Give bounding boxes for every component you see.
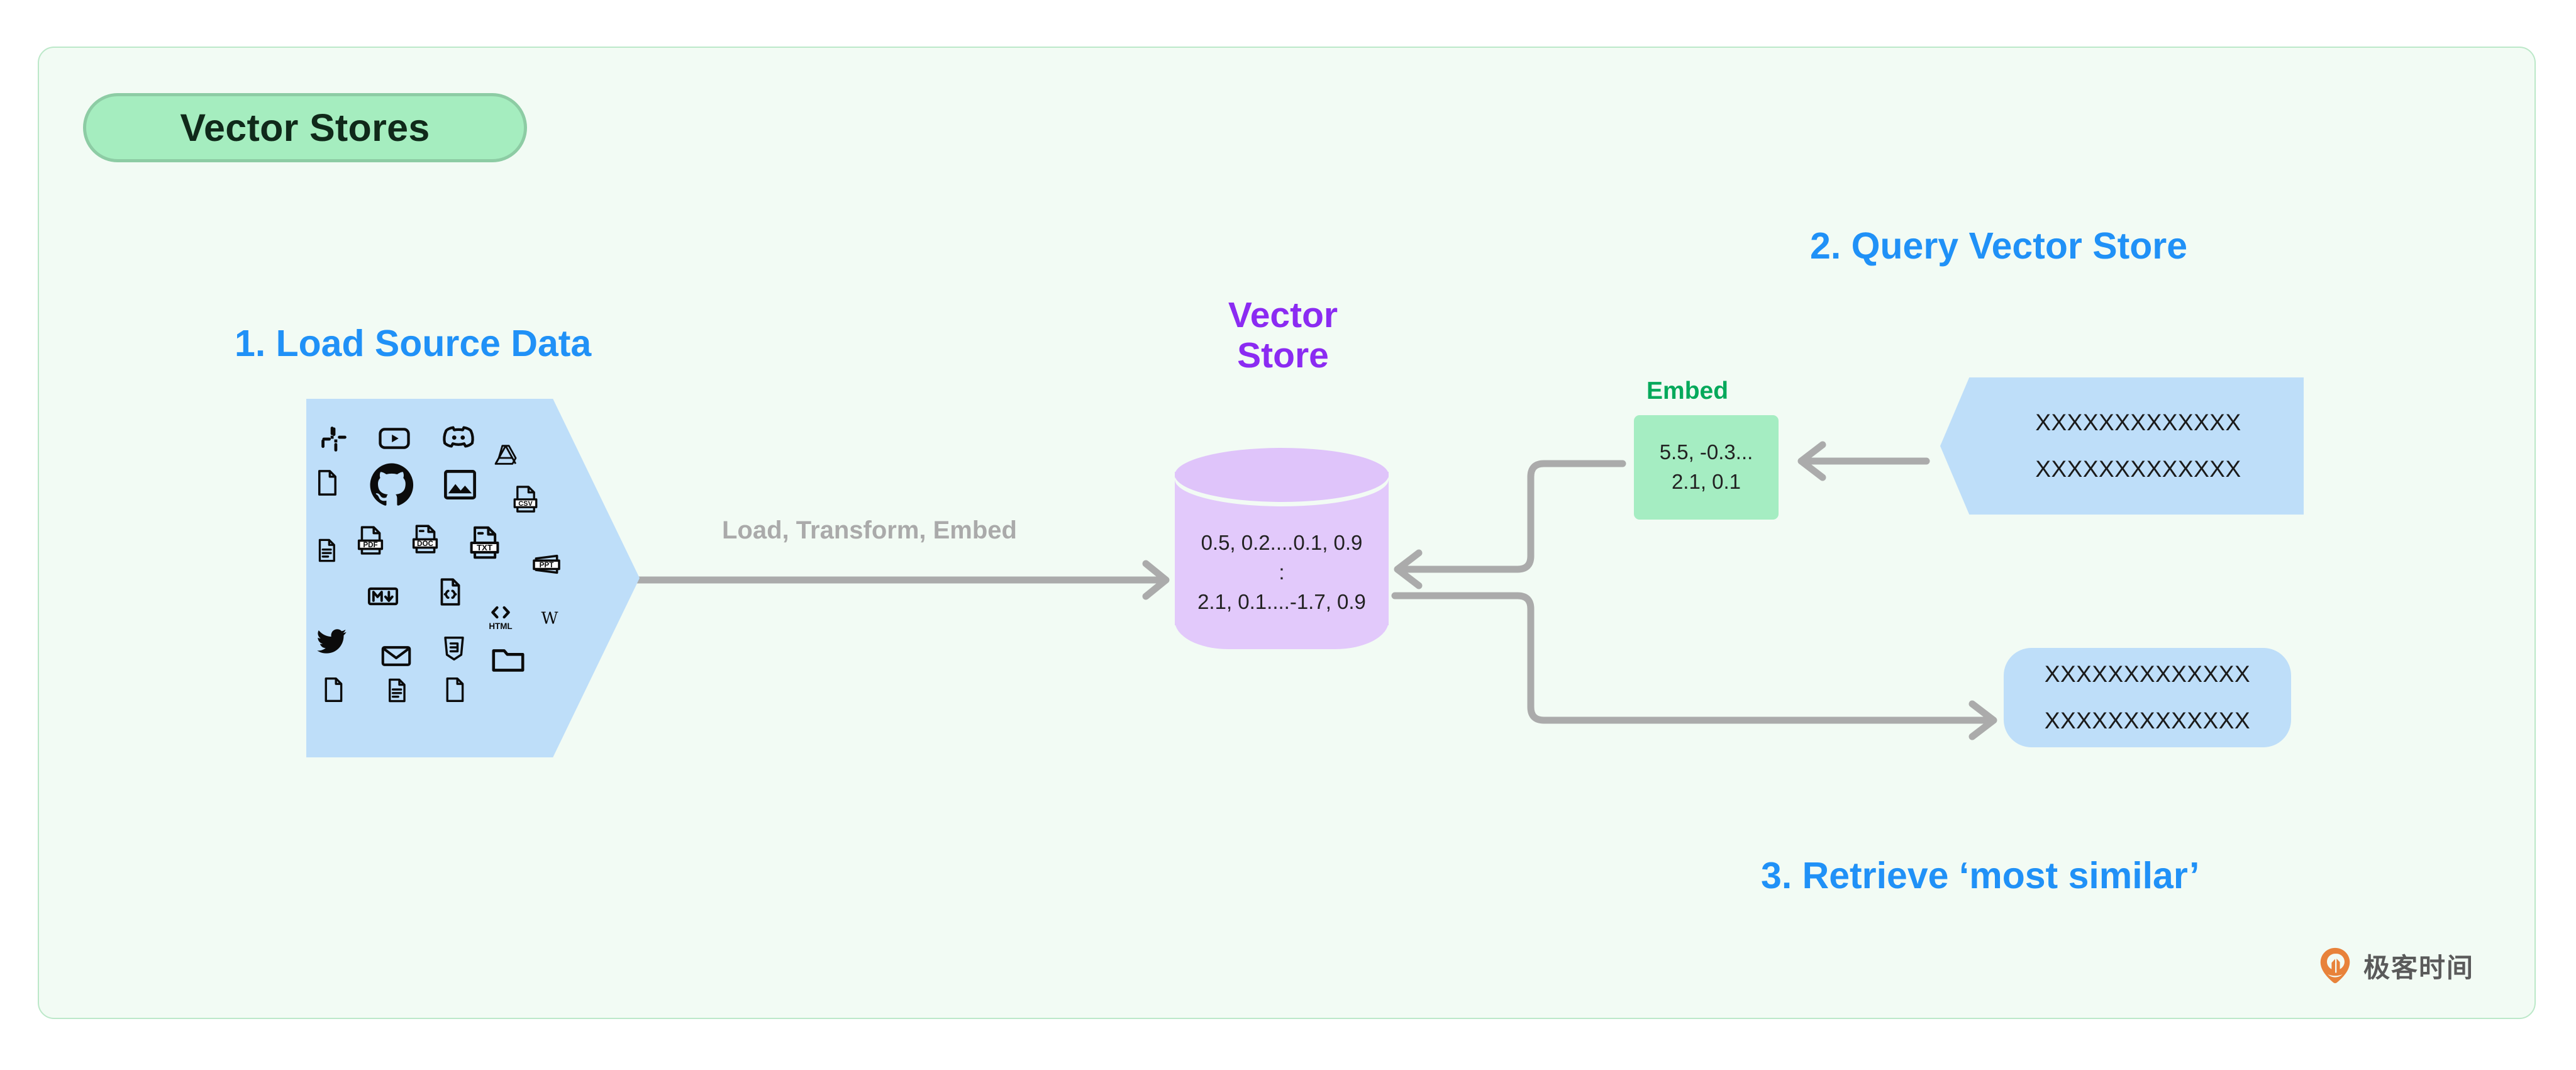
folder-icon <box>490 641 526 677</box>
geektime-logo-icon <box>2320 947 2350 984</box>
step-1-heading: 1. Load Source Data <box>235 323 592 364</box>
code-file-icon <box>434 576 465 608</box>
file-lines-2-icon <box>383 677 410 704</box>
css3-icon <box>440 635 468 662</box>
watermark: 极客时间 <box>2316 946 2474 985</box>
file-blank-3-icon <box>440 676 469 704</box>
vector-store-title-line1: Vector <box>1228 295 1338 335</box>
csv-file-icon: CSV <box>511 484 540 514</box>
cylinder-lid <box>1175 448 1389 502</box>
image-icon <box>441 466 479 503</box>
file-lines-icon <box>313 537 340 564</box>
txt-file-icon: TXT <box>467 525 502 560</box>
page-title-chip: Vector Stores <box>83 93 527 162</box>
query-line-2: XXXXXXXXXXXXX <box>2035 456 2241 482</box>
embed-value-line2: 2.1, 0.1 <box>1671 470 1741 493</box>
retrieve-line-2: XXXXXXXXXXXXX <box>2044 708 2251 733</box>
query-line-1: XXXXXXXXXXXXX <box>2035 410 2241 435</box>
pipeline-arrow-label: Load, Transform, Embed <box>722 516 1017 544</box>
source-icon-grid: CSV PDF DOC <box>306 399 640 757</box>
youtube-icon <box>377 421 411 455</box>
vector-store-title: Vector Store <box>1189 295 1377 376</box>
markdown-icon <box>367 580 399 613</box>
svg-text:PPT: PPT <box>540 561 554 569</box>
embed-vector-box: 5.5, -0.3... 2.1, 0.1 <box>1634 415 1779 520</box>
file-blank-2-icon <box>319 676 347 704</box>
vector-store-cylinder <box>1175 448 1389 649</box>
query-text-block: XXXXXXXXXXXXX XXXXXXXXXXXXX <box>1940 377 2304 515</box>
vector-store-title-line2: Store <box>1237 335 1329 376</box>
twitter-icon <box>316 624 348 657</box>
svg-text:W: W <box>541 609 558 628</box>
vector-row-2: 2.1, 0.1....-1.7, 0.9 <box>1197 589 1366 613</box>
retrieve-line-1: XXXXXXXXXXXXX <box>2044 661 2251 687</box>
discord-icon <box>441 420 475 454</box>
vector-row-1: 0.5, 0.2....0.1, 0.9 <box>1201 531 1363 554</box>
vector-store-values: 0.5, 0.2....0.1, 0.9 : 2.1, 0.1....-1.7,… <box>1175 528 1389 617</box>
embed-label: Embed <box>1646 377 1729 404</box>
file-blank-icon <box>312 468 341 498</box>
github-icon <box>367 460 416 510</box>
retrieved-text-block: XXXXXXXXXXXXX XXXXXXXXXXXXX <box>2004 648 2291 747</box>
svg-text:CSV: CSV <box>518 500 533 508</box>
ppt-file-icon: PPT <box>531 549 562 580</box>
svg-text:PDF: PDF <box>363 541 377 549</box>
email-icon <box>380 640 413 672</box>
page-title: Vector Stores <box>180 106 430 149</box>
svg-text:TXT: TXT <box>477 543 492 552</box>
slack-icon <box>320 425 348 453</box>
wikipedia-icon: W <box>536 605 563 631</box>
svg-text:DOC: DOC <box>417 540 433 548</box>
pdf-file-icon: PDF <box>355 525 386 556</box>
embed-value-line1: 5.5, -0.3... <box>1659 440 1753 464</box>
doc-file-icon: DOC <box>409 523 441 555</box>
html-icon: HTML <box>484 600 517 633</box>
svg-text:HTML: HTML <box>489 621 512 631</box>
watermark-text: 极客时间 <box>2363 952 2475 983</box>
step-3-heading: 3. Retrieve ‘most similar’ <box>1761 855 2200 896</box>
google-drive-icon <box>493 443 518 468</box>
vector-row-ellipsis: : <box>1279 560 1285 584</box>
step-2-heading: 2. Query Vector Store <box>1810 225 2188 267</box>
